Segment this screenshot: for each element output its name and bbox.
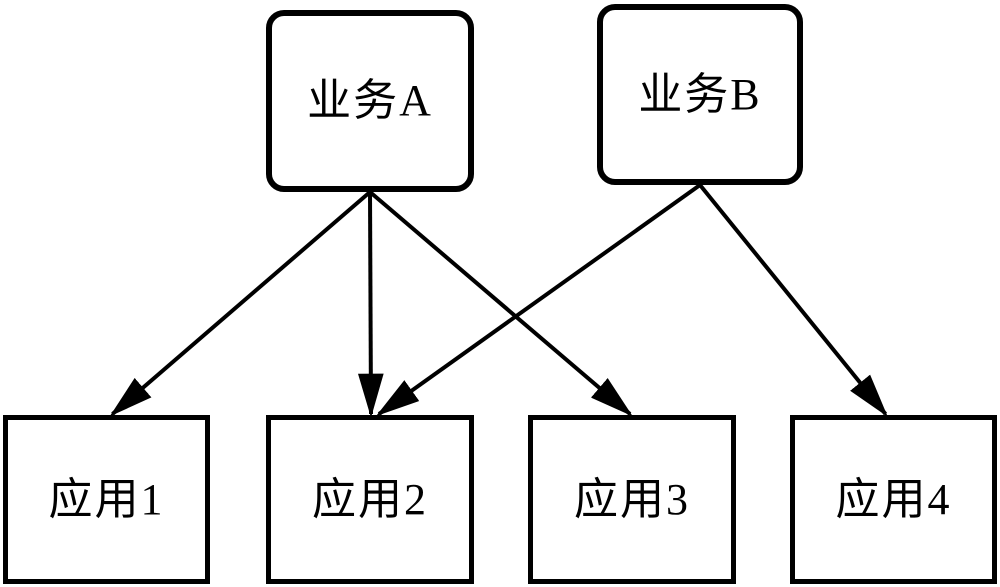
node-label-app-2: 应用2 [312, 474, 428, 524]
node-label-app-4: 应用4 [835, 474, 952, 524]
edge-biz-b-to-app-2 [376, 183, 702, 417]
node-label-app-1: 应用1 [48, 474, 165, 524]
node-biz-b: 业务B [597, 4, 803, 185]
node-app-1: 应用1 [3, 415, 210, 584]
node-app-3: 应用3 [528, 415, 736, 584]
node-biz-a: 业务A [266, 10, 474, 192]
node-app-2: 应用2 [266, 415, 474, 584]
node-label-biz-a: 业务A [307, 76, 433, 125]
node-label-biz-b: 业务B [638, 69, 762, 119]
edge-biz-a-to-app-2 [357, 191, 384, 418]
edge-biz-a-to-app-3 [368, 190, 633, 417]
edge-biz-a-to-app-1 [109, 190, 372, 417]
node-label-app-3: 应用3 [574, 474, 690, 524]
edge-biz-b-to-app-4 [698, 183, 888, 417]
node-app-4: 应用4 [790, 415, 997, 584]
